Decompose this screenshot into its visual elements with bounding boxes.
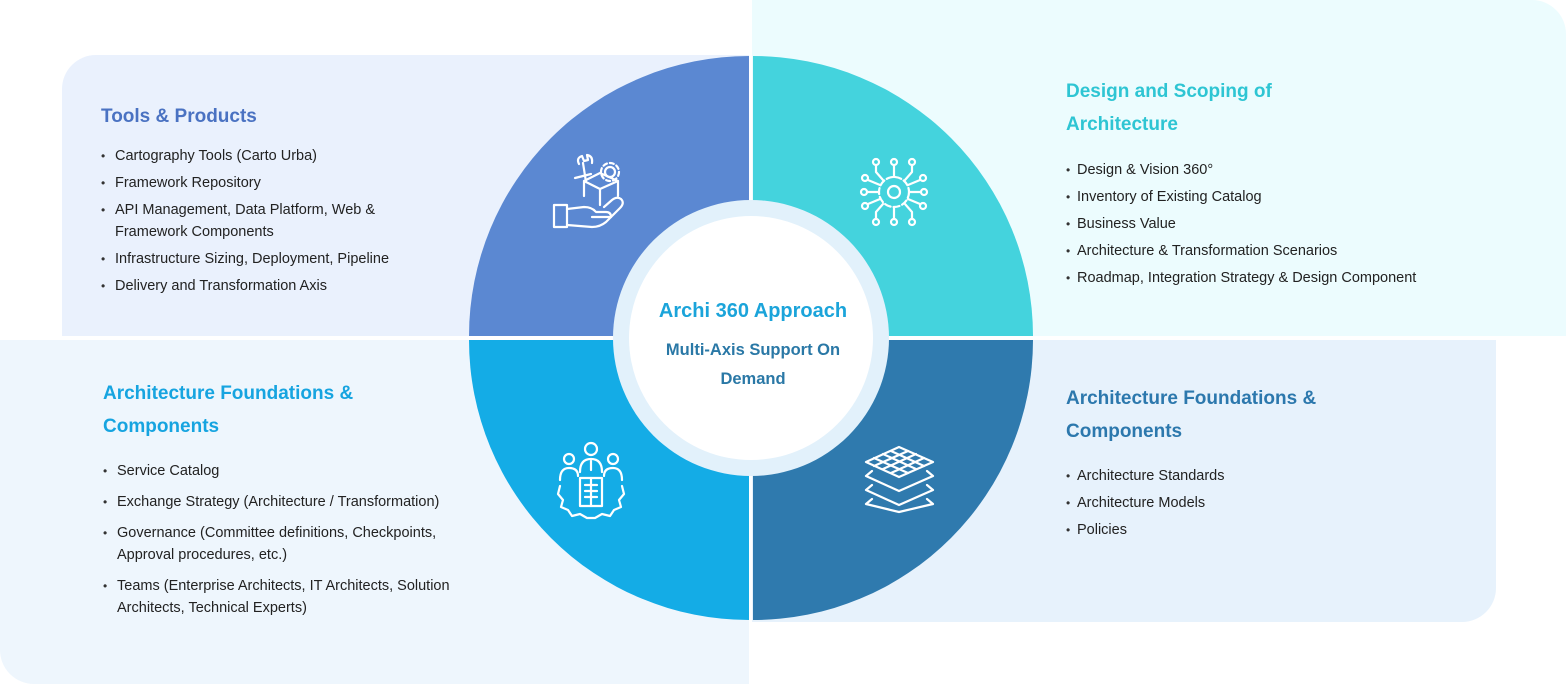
list-item: Delivery and Transformation Axis [101,275,431,297]
item-list: Service Catalog Exchange Strategy (Archi… [103,460,493,619]
center-title: Archi 360 Approach [658,300,848,322]
section-foundations-right: Architecture Foundations & Components Ar… [1066,382,1366,546]
list-item: Governance (Committee definitions, Check… [103,522,493,566]
list-item: Framework Repository [101,172,431,194]
list-item: Design & Vision 360° [1066,159,1486,181]
item-list: Cartography Tools (Carto Urba) Framework… [101,145,431,297]
section-design-scoping: Design and Scoping of Architecture Desig… [1066,75,1486,294]
list-item: Inventory of Existing Catalog [1066,186,1486,208]
item-list: Design & Vision 360° Inventory of Existi… [1066,159,1486,289]
list-item: Teams (Enterprise Architects, IT Archite… [103,575,493,619]
section-title: Tools & Products [101,106,257,127]
section-title: Design and Scoping of Architecture [1066,81,1272,135]
section-tools-products: Tools & Products Cartography Tools (Cart… [101,100,431,302]
list-item: Architecture Models [1066,492,1366,514]
list-item: Exchange Strategy (Architecture / Transf… [103,491,493,513]
list-item: Architecture Standards [1066,465,1366,487]
list-item: Infrastructure Sizing, Deployment, Pipel… [101,248,431,270]
list-item: Policies [1066,519,1366,541]
item-list: Architecture Standards Architecture Mode… [1066,465,1366,541]
list-item: Roadmap, Integration Strategy & Design C… [1066,267,1486,289]
center-label: Archi 360 Approach Multi-Axis Support On… [624,292,882,394]
section-foundations-left: Architecture Foundations & Components Se… [103,377,493,628]
list-item: Service Catalog [103,460,493,482]
list-item: Architecture & Transformation Scenarios [1066,240,1486,262]
list-item: API Management, Data Platform, Web & Fra… [101,199,431,243]
section-title: Architecture Foundations & Components [103,383,354,437]
section-title: Architecture Foundations & Components [1066,388,1317,442]
center-subtitle: Multi-Axis Support On Demand [665,341,841,388]
list-item: Cartography Tools (Carto Urba) [101,145,431,167]
list-item: Business Value [1066,213,1486,235]
